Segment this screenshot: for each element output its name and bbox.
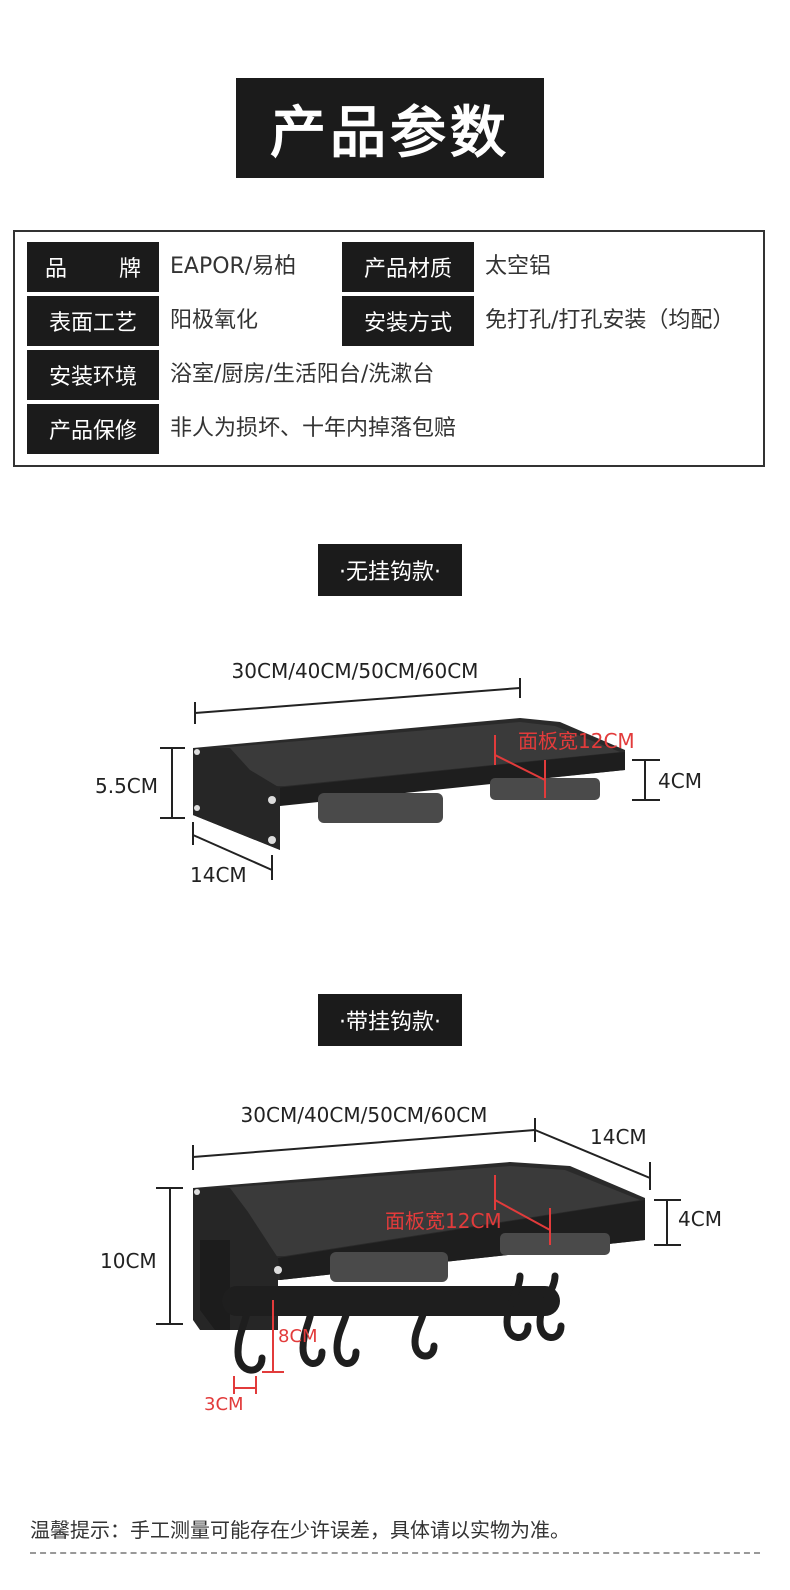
width-label: 30CM/40CM/50CM/60CM [241,1103,488,1127]
rail-label: 4CM [678,1207,722,1231]
panel-label: 面板宽12CM [518,729,635,753]
panel-dimension: 面板宽12CM [385,1175,551,1245]
hook-3 [333,1298,360,1367]
height-label: 10CM [100,1249,157,1273]
depth-dimension: 14CM [190,822,273,887]
height-dimension: 10CM [100,1187,183,1325]
surface-label: 表面工艺 [27,296,159,346]
page-title: 产品参数 [236,78,544,178]
panel-label: 面板宽12CM [385,1209,502,1233]
brand-value: EAPOR/易柏 [170,254,297,279]
hook-width-dimension: 3CM [204,1376,257,1415]
material-label: 产品材质 [342,242,474,292]
rail-dimension: 4CM [654,1199,722,1246]
section-title-with-hooks: ·带挂钩款· [318,994,462,1046]
depth-label: 14CM [590,1125,647,1149]
brand-label-char-1: 品 [45,257,68,282]
hooks [234,1272,565,1374]
install-label: 安装方式 [342,296,474,346]
footer-divider [30,1552,760,1554]
material-value: 太空铝 [485,254,552,279]
warranty-value: 非人为损坏、十年内掉落包赔 [170,416,457,441]
rail-dimension: 4CM [632,759,702,801]
width-label: 30CM/40CM/50CM/60CM [232,659,479,683]
hook-6 [536,1272,565,1341]
env-label: 安装环境 [27,350,159,400]
panel-dimension: 面板宽12CM [494,729,635,798]
brand-label-char-2: 牌 [118,257,141,282]
shelf-body [193,1162,645,1330]
width-dimension: 30CM/40CM/50CM/60CM [192,1103,536,1170]
env-value: 浴室/厨房/生活阳台/洗漱台 [170,362,435,387]
install-value: 免打孔/打孔安装（均配） [485,308,735,333]
hook-2 [299,1298,326,1367]
hook-length-label: 8CM [278,1326,318,1347]
height-dimension: 5.5CM [95,747,185,819]
brand-label: 品 牌 [27,242,159,292]
depth-label: 14CM [190,863,247,887]
hook-1 [234,1298,266,1374]
warranty-label: 产品保修 [27,404,159,454]
shelf-diagram-no-hooks: 30CM/40CM/50CM/60CM 5.5CM 14CM 4CM 面板宽12… [95,659,702,887]
hook-width-label: 3CM [204,1394,244,1415]
surface-value: 阳极氧化 [170,308,259,333]
section-title-no-hooks: ·无挂钩款· [318,544,462,596]
width-dimension: 30CM/40CM/50CM/60CM [194,659,521,724]
spec-table: 品 牌 EAPOR/易柏 产品材质 太空铝 表面工艺 阳极氧化 安装方式 免打孔… [13,230,765,467]
hook-4 [411,1298,438,1360]
depth-dimension: 14CM [534,1125,651,1190]
rail-label: 4CM [658,769,702,793]
hook-length-dimension: 8CM [262,1300,318,1373]
shelf-diagram-with-hooks: 30CM/40CM/50CM/60CM 14CM 10CM 4CM 面板宽12C… [100,1103,722,1415]
height-label: 5.5CM [95,774,158,798]
hook-5 [503,1272,532,1341]
footer-note: 温馨提示：手工测量可能存在少许误差，具体请以实物为准。 [30,1518,570,1542]
